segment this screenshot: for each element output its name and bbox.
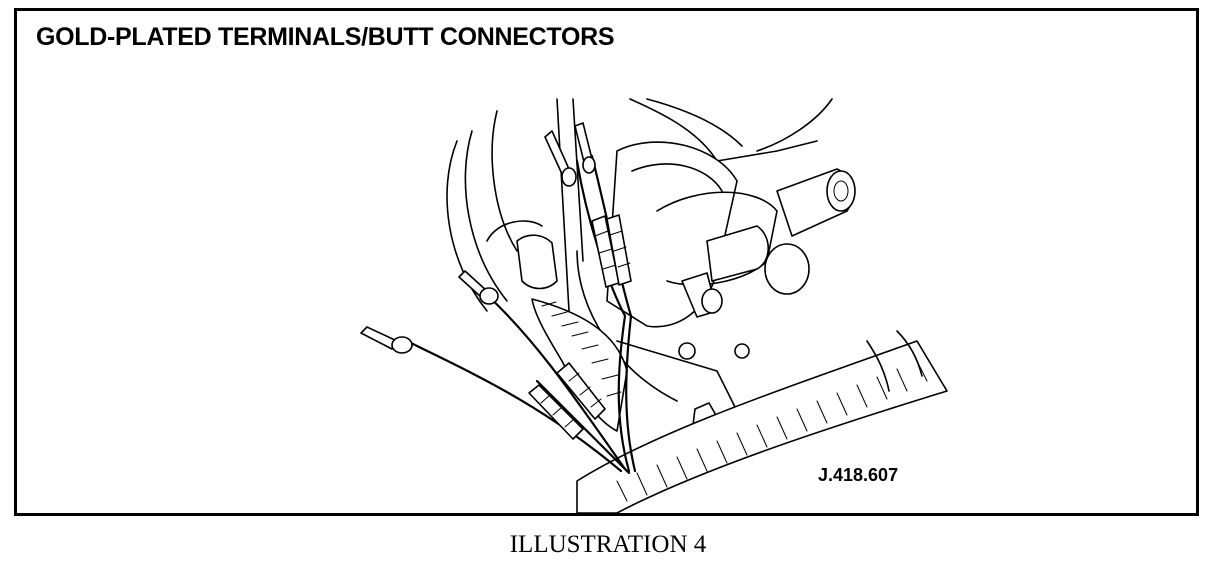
connector-wires [405, 154, 637, 475]
corrugated-harness-sleeve [531, 298, 948, 513]
figure-caption: ILLUSTRATION 4 [509, 531, 707, 558]
gold-plated-terminal-1 [544, 130, 577, 187]
gold-plated-terminal-4 [360, 326, 413, 354]
gold-plated-terminal-2 [574, 122, 596, 174]
butt-connector-4 [528, 384, 584, 440]
butt-connector-2 [606, 214, 632, 286]
drawing-reference-code: J.418.607 [818, 465, 899, 485]
engine-wiring-drawing [360, 98, 948, 513]
figure-title: GOLD-PLATED TERMINALS/BUTT CONNECTORS [36, 23, 615, 51]
engine-housing-outline [446, 98, 833, 312]
gold-plated-terminal-3 [458, 270, 499, 305]
butt-connector-3 [556, 362, 606, 420]
illustration-frame: GOLD-PLATED TERMINALS/BUTT CONNECTORS [14, 8, 1199, 516]
actuator-housing [486, 141, 856, 430]
